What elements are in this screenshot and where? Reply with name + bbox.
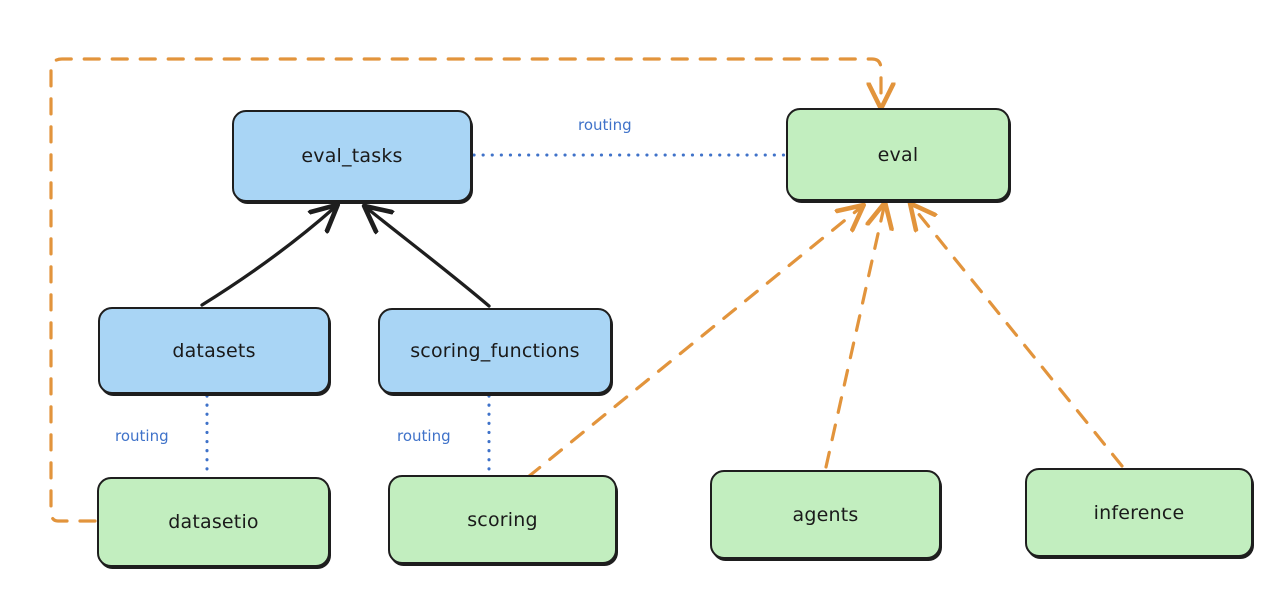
node-label-scoring: scoring: [467, 508, 538, 531]
node-label-eval: eval: [877, 143, 919, 166]
node-label-datasetio: datasetio: [168, 511, 259, 533]
edge-inference-to-eval: [913, 207, 1124, 468]
edge-scoring-functions-to-eval-tasks: [368, 209, 491, 308]
node-label-eval-tasks: eval_tasks: [301, 145, 403, 167]
node-label-datasets: datasets: [172, 339, 256, 362]
node-datasets[interactable]: datasets: [98, 307, 330, 394]
edge-agents-to-eval: [824, 207, 884, 469]
node-scoring-functions[interactable]: scoring_functions: [378, 308, 612, 394]
edge-datasetio-to-eval: [49, 57, 881, 523]
edge-label-routing-scoring-functions-scoring: routing: [397, 427, 451, 445]
edge-label-routing-datasets-datasetio: routing: [115, 427, 169, 445]
node-agents[interactable]: agents: [710, 470, 941, 559]
edge-datasets-to-eval-tasks: [200, 208, 334, 307]
node-label-agents: agents: [792, 503, 859, 526]
node-datasetio[interactable]: datasetio: [97, 477, 330, 567]
node-inference[interactable]: inference: [1025, 468, 1253, 557]
edge-label-routing-eval-tasks-eval: routing: [578, 116, 632, 134]
edge-scoring-to-eval: [526, 208, 860, 479]
node-eval[interactable]: eval: [786, 108, 1010, 201]
node-label-scoring-functions: scoring_functions: [410, 340, 580, 362]
node-label-inference: inference: [1093, 501, 1185, 524]
node-scoring[interactable]: scoring: [388, 475, 617, 564]
node-eval-tasks[interactable]: eval_tasks: [232, 110, 472, 202]
